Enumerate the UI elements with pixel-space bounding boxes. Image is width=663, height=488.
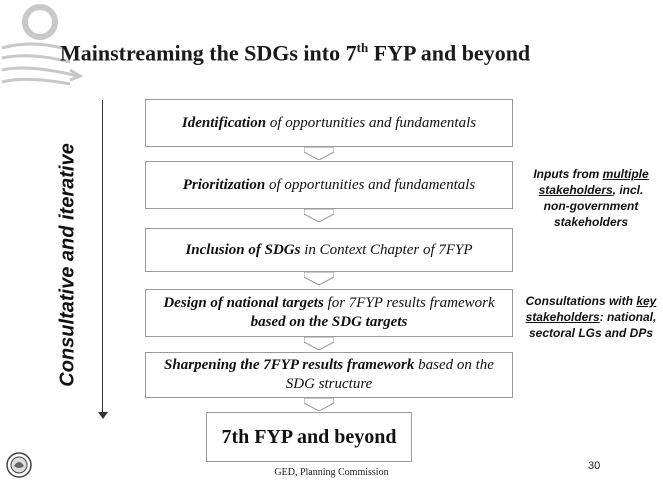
step-5-text: based on the SDG structure	[285, 357, 494, 392]
step-2-text: of opportunities and fundamentals	[265, 176, 476, 193]
step-4-bold: Design of national targets	[163, 295, 324, 311]
step-3-bold: Inclusion of SDGs	[185, 241, 301, 258]
slide-title: Mainstreaming the SDGs into 7th FYP and …	[60, 40, 620, 66]
final-box: 7th FYP and beyond	[206, 412, 412, 462]
step-2-bold: Prioritization	[182, 176, 266, 193]
title-sup: th	[356, 40, 369, 55]
step-4-bold2: based on the SDG targets	[250, 314, 408, 330]
step-sharpening: Sharpening the 7FYP results framework ba…	[145, 352, 513, 398]
chevron-down-icon	[304, 209, 334, 222]
step-prioritization: Prioritization of opportunities and fund…	[145, 161, 513, 209]
side-label: Consultative and iterative	[56, 143, 79, 387]
note-consultations: Consultations with key stakeholders: nat…	[525, 294, 657, 340]
step-3-text: in Context Chapter of 7FYP	[300, 241, 473, 258]
page-number: 30	[588, 460, 601, 472]
title-rest: FYP and beyond	[368, 40, 531, 66]
government-seal-icon	[6, 452, 32, 478]
step-inclusion: Inclusion of SDGs in Context Chapter of …	[145, 228, 513, 272]
step-identification: Identification of opportunities and fund…	[145, 99, 513, 147]
circle-ring-icon	[22, 4, 58, 40]
chevron-down-icon	[304, 147, 334, 160]
arrow-down-icon	[98, 412, 108, 419]
chevron-down-icon	[304, 272, 334, 285]
title-main: Mainstreaming the SDGs into 7	[60, 40, 357, 66]
step-5-bold: Sharpening the 7FYP results framework	[164, 357, 415, 373]
step-design: Design of national targets for 7FYP resu…	[145, 289, 513, 337]
swoosh-arrows-icon	[1, 42, 84, 86]
step-1-text: of opportunities and fundamentals	[266, 114, 477, 131]
step-1-bold: Identification	[181, 114, 267, 131]
chevron-down-icon	[304, 398, 334, 411]
note-inputs: Inputs from multiple stakeholders, incl.…	[533, 167, 649, 229]
step-4-text: for 7FYP results framework	[323, 295, 495, 311]
footer-text: GED, Planning Commission	[274, 467, 389, 478]
vertical-arrow-line	[102, 100, 103, 414]
chevron-down-icon	[304, 337, 334, 350]
